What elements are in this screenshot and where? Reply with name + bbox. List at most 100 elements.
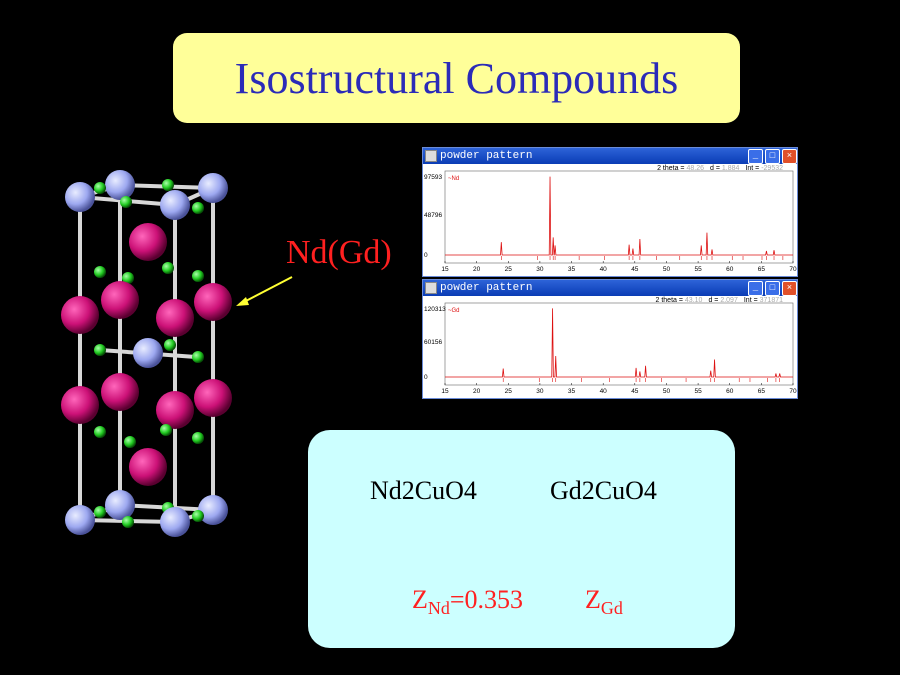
x-tick-label: 60 xyxy=(726,266,734,273)
close-icon[interactable]: × xyxy=(782,148,797,164)
o-atom xyxy=(192,270,204,282)
x-tick-label: 70 xyxy=(789,388,797,395)
o-atom xyxy=(94,344,106,356)
nd-atom xyxy=(101,373,139,411)
x-tick-label: 55 xyxy=(694,388,702,395)
o-atom xyxy=(94,426,106,438)
x-tick-label: 65 xyxy=(758,266,766,273)
slide-title: Isostructural Compounds xyxy=(234,53,679,103)
x-tick-label: 20 xyxy=(473,388,481,395)
z-gd-parameter: ZGd xyxy=(585,585,623,619)
x-tick-label: 20 xyxy=(473,266,481,273)
app-icon xyxy=(425,282,437,294)
x-tick-label: 45 xyxy=(631,266,639,273)
diffraction-pattern-line xyxy=(445,176,793,256)
x-tick-label: 35 xyxy=(568,266,576,273)
formula-box: Nd2CuO4 Gd2CuO4 ZNd=0.353 ZGd xyxy=(308,430,735,648)
o-atom xyxy=(164,339,176,351)
o-atom xyxy=(94,266,106,278)
y-tick-label: 48796 xyxy=(424,212,442,219)
x-tick-label: 15 xyxy=(441,266,449,273)
o-atom xyxy=(160,424,172,436)
y-tick-label: 97593 xyxy=(424,174,442,181)
series-label: ~Gd xyxy=(448,308,460,314)
title-box: Isostructural Compounds xyxy=(173,33,740,123)
compound-gd2cuo4: Gd2CuO4 xyxy=(550,476,657,505)
minimize-icon[interactable]: _ xyxy=(748,280,763,296)
o-atom xyxy=(94,182,106,194)
app-icon xyxy=(425,150,437,162)
x-tick-label: 25 xyxy=(505,266,513,273)
compound-nd2cuo4: Nd2CuO4 xyxy=(370,476,477,505)
powder-pattern-window-nd[interactable]: powder pattern _ □ × 2 theta = 48.26 d =… xyxy=(422,147,798,277)
nd-atom xyxy=(194,379,232,417)
nd-atom xyxy=(129,448,167,486)
diffraction-pattern-line xyxy=(445,308,793,378)
cursor-readout: 2 theta = 43.10 d = 2.097 Int = 371871 xyxy=(655,297,784,304)
o-atom xyxy=(124,436,136,448)
window-titlebar[interactable]: powder pattern _ □ × xyxy=(423,148,797,164)
x-tick-label: 40 xyxy=(600,266,608,273)
o-atom xyxy=(122,272,134,284)
powder-pattern-plot-gd[interactable]: 120313 60156 0 ~Gd 15 20 25 30 35 40 45 50 55 60 65 70 xyxy=(423,297,797,397)
nd-atom xyxy=(61,386,99,424)
nd-atom xyxy=(194,283,232,321)
plot-frame xyxy=(444,302,794,386)
y-tick-label: 120313 xyxy=(424,306,446,313)
crystal-structure-diagram xyxy=(61,170,232,537)
x-tick-label: 60 xyxy=(726,388,734,395)
window-titlebar[interactable]: powder pattern _ □ × xyxy=(423,280,797,296)
nd-atom xyxy=(61,296,99,334)
y-tick-label: 0 xyxy=(424,252,428,259)
nd-atom xyxy=(156,391,194,429)
x-tick-label: 25 xyxy=(505,388,513,395)
z-nd-parameter: ZNd=0.353 xyxy=(412,585,524,619)
o-atom xyxy=(162,179,174,191)
o-atom xyxy=(120,196,132,208)
cursor-readout: 2 theta = 48.26 d = 1.884 Int = -29532 xyxy=(657,165,783,172)
o-atom xyxy=(192,432,204,444)
cu-atom xyxy=(65,505,95,535)
cu-atom xyxy=(105,490,135,520)
nd-atom xyxy=(101,281,139,319)
cu-atom xyxy=(198,495,228,525)
x-tick-label: 30 xyxy=(536,266,544,273)
close-icon[interactable]: × xyxy=(782,280,797,296)
cu-atom xyxy=(198,173,228,203)
cu-atom xyxy=(65,182,95,212)
x-tick-label: 30 xyxy=(536,388,544,395)
cu-atom xyxy=(160,190,190,220)
window-title: powder pattern xyxy=(440,282,533,294)
maximize-icon[interactable]: □ xyxy=(765,148,780,164)
plot-frame xyxy=(444,170,794,264)
nd-atom xyxy=(156,299,194,337)
x-tick-label: 15 xyxy=(441,388,449,395)
x-tick-label: 35 xyxy=(568,388,576,395)
o-atom xyxy=(162,262,174,274)
x-tick-label: 50 xyxy=(663,266,671,273)
maximize-icon[interactable]: □ xyxy=(765,280,780,296)
powder-pattern-window-gd[interactable]: powder pattern _ □ × 2 theta = 43.10 d =… xyxy=(422,279,798,399)
minimize-icon[interactable]: _ xyxy=(748,148,763,164)
nd-atom xyxy=(129,223,167,261)
y-tick-label: 60156 xyxy=(424,339,442,346)
o-atom xyxy=(122,516,134,528)
x-tick-label: 45 xyxy=(631,388,639,395)
cu-atom xyxy=(133,338,163,368)
y-tick-label: 0 xyxy=(424,374,428,381)
x-tick-label: 70 xyxy=(789,266,797,273)
series-label: ~Nd xyxy=(448,176,459,182)
o-atom xyxy=(192,351,204,363)
cu-atom xyxy=(160,507,190,537)
x-tick-label: 40 xyxy=(600,388,608,395)
o-atom xyxy=(192,510,204,522)
cu-atom xyxy=(105,170,135,200)
x-tick-label: 65 xyxy=(758,388,766,395)
o-atom xyxy=(94,506,106,518)
o-atom xyxy=(192,202,204,214)
window-title: powder pattern xyxy=(440,150,533,162)
callout-arrow xyxy=(236,276,293,306)
x-tick-label: 50 xyxy=(663,388,671,395)
atom-callout-label: Nd(Gd) xyxy=(286,234,392,271)
